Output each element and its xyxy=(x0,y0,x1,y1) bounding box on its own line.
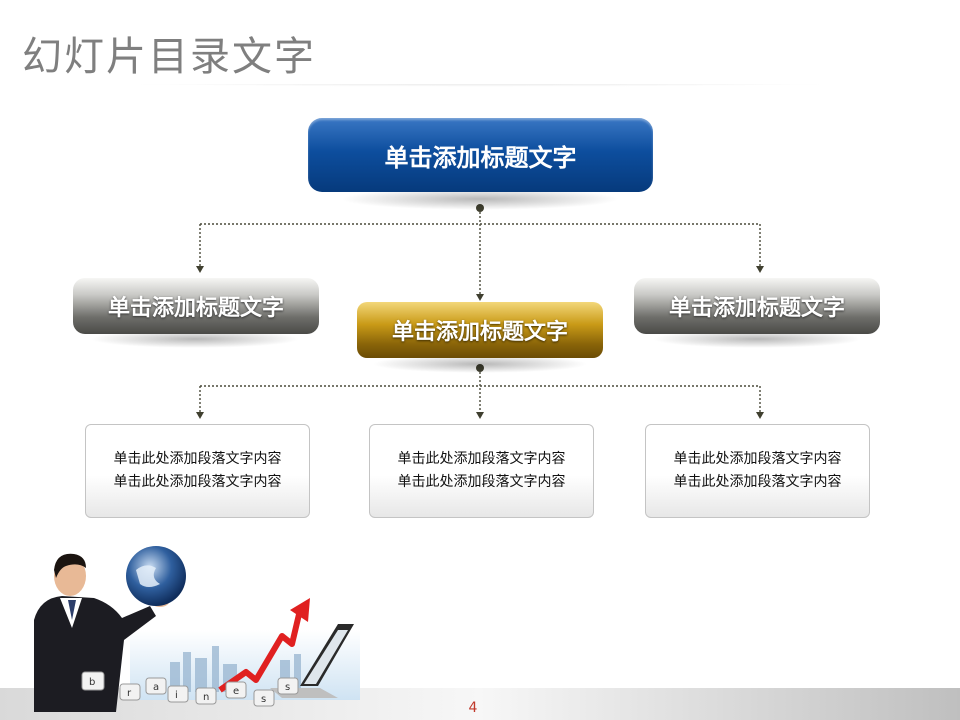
content-line: 单击此处添加段落文字内容 xyxy=(673,474,842,490)
svg-text:e: e xyxy=(233,686,239,697)
svg-text:r: r xyxy=(127,688,132,699)
businessman-figure xyxy=(34,553,170,712)
content-line: 单击此处添加段落文字内容 xyxy=(113,474,282,490)
box-shadow xyxy=(372,355,588,373)
connector-node xyxy=(476,364,484,372)
arrow-icon xyxy=(476,412,484,419)
connector-node xyxy=(476,204,484,212)
box-shadow xyxy=(340,188,620,210)
svg-text:n: n xyxy=(203,692,209,703)
left-title-label: 单击添加标题文字 xyxy=(107,296,284,321)
content-line: 单击此处添加段落文字内容 xyxy=(673,451,842,467)
content-box-middle[interactable]: 单击此处添加段落文字内容 单击此处添加段落文字内容 xyxy=(369,424,594,518)
svg-text:b: b xyxy=(89,677,95,688)
growth-arrow-icon xyxy=(218,609,303,693)
content-box-right[interactable]: 单击此处添加段落文字内容 单击此处添加段落文字内容 xyxy=(645,424,870,518)
page-number: 4 xyxy=(468,700,478,716)
right-title-label: 单击添加标题文字 xyxy=(668,296,845,321)
right-title-box[interactable]: 单击添加标题文字 xyxy=(634,278,880,334)
arrow-icon xyxy=(756,412,764,419)
arrow-icon xyxy=(476,294,484,301)
top-title-box[interactable]: 单击添加标题文字 xyxy=(308,118,653,192)
content-line: 单击此处添加段落文字内容 xyxy=(397,474,566,490)
svg-text:s: s xyxy=(261,694,266,705)
page-title: 幻灯片目录文字 xyxy=(22,34,316,80)
left-title-box[interactable]: 单击添加标题文字 xyxy=(73,278,319,334)
title-underline xyxy=(30,84,930,94)
svg-text:i: i xyxy=(175,690,178,701)
arrow-icon xyxy=(756,266,764,273)
top-title-label: 单击添加标题文字 xyxy=(384,143,577,172)
middle-title-label: 单击添加标题文字 xyxy=(391,320,568,345)
arrow-icon xyxy=(196,412,204,419)
businessman-illustration: b r a i n e s s xyxy=(34,546,360,712)
globe-icon xyxy=(126,546,186,606)
box-shadow xyxy=(652,330,862,348)
content-line: 单击此处添加段落文字内容 xyxy=(113,451,282,467)
keyboard-keys-icon: b r a i n e s s xyxy=(81,671,299,707)
content-line: 单击此处添加段落文字内容 xyxy=(397,451,566,467)
content-box-left[interactable]: 单击此处添加段落文字内容 单击此处添加段落文字内容 xyxy=(85,424,310,518)
svg-text:s: s xyxy=(285,682,290,693)
svg-text:a: a xyxy=(153,682,159,693)
box-shadow xyxy=(90,330,300,348)
middle-title-box[interactable]: 单击添加标题文字 xyxy=(357,302,603,358)
arrow-icon xyxy=(196,266,204,273)
city-skyline-icon xyxy=(170,646,301,692)
